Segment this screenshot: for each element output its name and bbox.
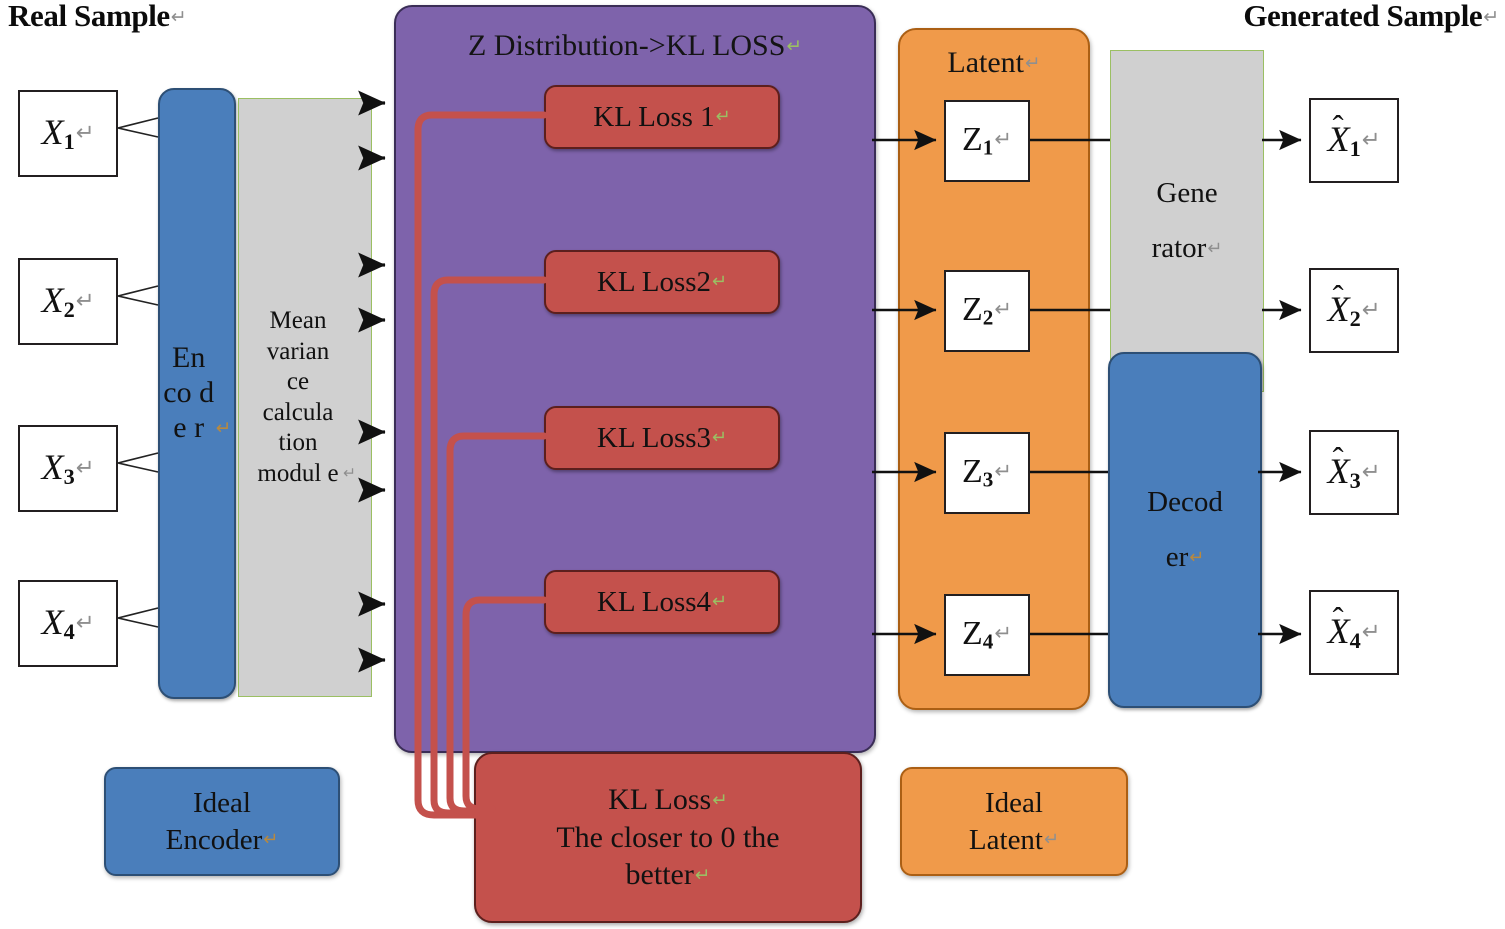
pilcrow-mark: ↵ — [263, 829, 279, 850]
pilcrow-mark: ↵ — [1483, 6, 1499, 28]
generated-sample-base: X — [1327, 118, 1350, 159]
real-sample-sub: 2 — [63, 296, 75, 322]
legend-line1: Ideal — [985, 787, 1043, 820]
pilcrow-mark: ↵ — [1025, 52, 1041, 74]
latent-z-base: Z — [962, 291, 983, 329]
pilcrow-mark: ↵ — [1361, 458, 1381, 484]
kl-summary-line3: better — [625, 858, 694, 892]
generator-to-output-arrows — [1258, 129, 1302, 645]
kl-loss-box[interactable]: KL Loss4↵ — [544, 570, 780, 634]
pilcrow-mark: ↵ — [712, 789, 728, 811]
kl-loss-box[interactable]: KL Loss2↵ — [544, 250, 780, 314]
kl-loss-box[interactable]: KL Loss 1↵ — [544, 85, 780, 149]
real-sample-base: X — [41, 601, 64, 642]
real-sample-sub: 1 — [63, 128, 75, 154]
kl-panel-title: Z Distribution->KL LOSS↵ — [467, 29, 803, 62]
real-sample-sub: 4 — [63, 618, 75, 644]
real-sample-box[interactable]: X3↵ — [18, 425, 118, 512]
pilcrow-mark: ↵ — [715, 106, 731, 127]
pilcrow-mark: ↵ — [786, 35, 803, 57]
latent-z-box[interactable]: Z3↵ — [944, 432, 1030, 514]
real-sample-base: X — [41, 111, 64, 152]
pilcrow-mark: ↵ — [994, 459, 1012, 484]
page-title-generated-sample: Generated Sample↵ — [1243, 0, 1499, 33]
pilcrow-mark: ↵ — [1189, 546, 1205, 567]
pilcrow-mark: ↵ — [1361, 296, 1381, 322]
pilcrow-mark: ↵ — [712, 271, 728, 292]
pilcrow-mark: ↵ — [75, 609, 95, 635]
latent-z-base: Z — [962, 453, 983, 491]
pilcrow-mark: ↵ — [1361, 126, 1381, 152]
generated-sample-sub: 1 — [1349, 135, 1361, 161]
mean-variance-label: Mean varian ce calcula tion modul e↵ — [257, 307, 356, 487]
kl-loss-summary-box[interactable]: KL Loss↵ The closer to 0 the better↵ — [474, 752, 862, 923]
latent-z-sub: 2 — [982, 305, 994, 330]
legend-line2: Encoder — [165, 823, 263, 856]
legend-line2: Latent — [968, 823, 1043, 856]
generated-sample-sub: 2 — [1349, 305, 1361, 331]
real-sample-base: X — [41, 446, 64, 487]
sample-to-encoder-connectors — [117, 117, 159, 628]
legend-ideal-latent[interactable]: Ideal Latent↵ — [900, 767, 1128, 876]
generated-sample-box[interactable]: ̂X2↵ — [1309, 268, 1399, 353]
real-sample-box[interactable]: X4↵ — [18, 580, 118, 667]
real-sample-box[interactable]: X2↵ — [18, 258, 118, 345]
generated-sample-base: X — [1327, 288, 1350, 329]
kl-loss-box[interactable]: KL Loss3↵ — [544, 406, 780, 470]
pilcrow-mark: ↵ — [75, 287, 95, 313]
page-title-real-sample: Real Sample↵ — [8, 0, 187, 33]
latent-panel-title: Latent↵ — [947, 46, 1041, 79]
kl-summary-line2: The closer to 0 the — [556, 820, 780, 854]
generated-sample-box[interactable]: ̂X3↵ — [1309, 430, 1399, 515]
pilcrow-mark: ↵ — [75, 454, 95, 480]
latent-z-sub: 3 — [982, 467, 994, 492]
latent-z-base: Z — [962, 121, 983, 159]
generated-sample-sub: 3 — [1349, 467, 1361, 493]
generated-sample-sub: 4 — [1349, 627, 1361, 653]
latent-z-base: Z — [962, 615, 983, 653]
latent-z-sub: 4 — [982, 629, 994, 654]
pilcrow-mark: ↵ — [343, 464, 356, 482]
latent-z-box[interactable]: Z2↵ — [944, 270, 1030, 352]
module-to-kl-panel-arrows — [358, 90, 386, 673]
pilcrow-mark: ↵ — [170, 6, 187, 28]
real-sample-box[interactable]: X1↵ — [18, 90, 118, 177]
pilcrow-mark: ↵ — [994, 127, 1012, 152]
legend-ideal-encoder[interactable]: Ideal Encoder↵ — [104, 767, 340, 876]
encoder-label: En co de r↵ — [163, 341, 232, 444]
pilcrow-mark: ↵ — [712, 427, 728, 448]
pilcrow-mark: ↵ — [1207, 237, 1223, 258]
pilcrow-mark: ↵ — [1044, 829, 1060, 850]
pilcrow-mark: ↵ — [75, 119, 95, 145]
real-sample-base: X — [41, 279, 64, 320]
kl-summary-line1: KL Loss — [608, 783, 712, 817]
latent-z-box[interactable]: Z4↵ — [944, 594, 1030, 676]
pilcrow-mark: ↵ — [215, 417, 232, 439]
generated-sample-base: X — [1327, 450, 1350, 491]
generated-sample-base: X — [1327, 610, 1350, 651]
generated-sample-box[interactable]: ̂X4↵ — [1309, 590, 1399, 675]
pilcrow-mark: ↵ — [994, 621, 1012, 646]
legend-line1: Ideal — [193, 787, 251, 820]
pilcrow-mark: ↵ — [712, 591, 728, 612]
latent-z-sub: 1 — [982, 135, 994, 160]
real-sample-sub: 3 — [63, 463, 75, 489]
encoder-block[interactable]: En co de r↵ — [158, 88, 236, 699]
latent-z-box[interactable]: Z1↵ — [944, 100, 1030, 182]
generated-sample-box[interactable]: ̂X1↵ — [1309, 98, 1399, 183]
pilcrow-mark: ↵ — [994, 297, 1012, 322]
pilcrow-mark: ↵ — [694, 864, 711, 886]
mean-variance-calculation-module[interactable]: Mean varian ce calcula tion modul e↵ — [238, 98, 372, 697]
pilcrow-mark: ↵ — [1361, 618, 1381, 644]
